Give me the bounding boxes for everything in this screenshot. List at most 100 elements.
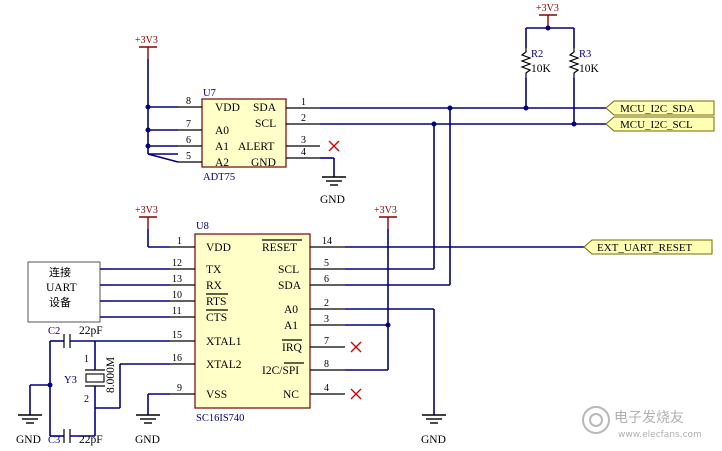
- u7-part: ADT75: [203, 172, 235, 183]
- u7-name-a0: A0: [215, 125, 229, 137]
- crystal-gnd-label: GND: [16, 434, 41, 446]
- i2c-bus-wires: [320, 105, 606, 285]
- u8-vss-gnd-label: GND: [135, 434, 160, 446]
- u8-pin-2: 2: [324, 298, 329, 309]
- u8-pin-11: 11: [172, 306, 182, 317]
- u8-right-vcc-label: +3V3: [374, 205, 397, 216]
- flag-sda-label: MCU_I2C_SDA: [620, 103, 695, 115]
- flag-scl-label: MCU_I2C_SCL: [620, 119, 693, 131]
- u7-name-alert: ALERT: [238, 141, 274, 153]
- u8-name-scl: SCL: [278, 264, 299, 276]
- r3-value: 10K: [579, 63, 600, 75]
- u8-pin-13: 13: [172, 274, 182, 285]
- c2-value: 22pF: [79, 325, 103, 337]
- u8-pin-14: 14: [322, 236, 332, 247]
- uart-device-line2: UART: [46, 282, 77, 294]
- u7-pin-3: 3: [301, 135, 306, 146]
- u7-pin-5: 5: [186, 151, 191, 162]
- u7-vcc-label: +3V3: [135, 35, 158, 46]
- u8-pin-5: 5: [324, 258, 329, 269]
- u7-name-gnd: GND: [251, 157, 276, 169]
- u8-name-reset: RESET: [262, 242, 297, 254]
- resistor-r3: R3 10K: [568, 48, 600, 124]
- y3-pin1: 1: [84, 354, 89, 365]
- watermark-url: www.elecfans.com: [618, 430, 702, 440]
- u8-irq-noconnect: [350, 341, 362, 353]
- u7-name-scl: SCL: [255, 118, 276, 130]
- uart-device: 连接 UART 设备: [27, 261, 170, 323]
- watermark-cn: 电子发烧友: [614, 410, 684, 426]
- u7-power-left: +3V3: [135, 35, 178, 155]
- uart-device-line3: 设备: [49, 295, 71, 309]
- u8-name-sda: SDA: [278, 280, 302, 292]
- u8-pin-6: 6: [324, 274, 329, 285]
- u8-pin-4: 4: [324, 383, 329, 394]
- y3-ref: Y3: [64, 375, 77, 386]
- pullup-vcc-label: +3V3: [536, 3, 559, 14]
- u8-name-a1: A1: [284, 320, 298, 332]
- u7-pin-6: 6: [186, 135, 191, 146]
- u8-pin-10: 10: [172, 290, 182, 301]
- pullup-power-rail: +3V3: [525, 3, 575, 48]
- c3-value: 22pF: [79, 434, 103, 446]
- u8-name-a0: A0: [284, 304, 298, 316]
- u8-a0-gnd-label: GND: [421, 434, 446, 446]
- u8-name-vdd: VDD: [206, 242, 231, 254]
- c3-ref: C3: [48, 435, 60, 446]
- u8-name-vss: VSS: [206, 389, 227, 401]
- u8-pin-3: 3: [324, 314, 329, 325]
- flag-mcu-i2c-sda: MCU_I2C_SDA: [605, 100, 715, 116]
- u7-name-vdd: VDD: [215, 102, 240, 114]
- u8-ref: U8: [196, 221, 209, 232]
- u8-part: SC16IS740: [196, 413, 244, 424]
- u7-pin-4: 4: [301, 147, 306, 158]
- u7-chip: U7 ADT75 8 7 6 5 VDD A0 A1 A2 1 2 3 4 SD…: [147, 88, 320, 183]
- resistor-r2: R2 10K: [520, 48, 552, 108]
- u8-vss-ground: GND: [135, 393, 170, 446]
- flag-mcu-i2c-scl: MCU_I2C_SCL: [605, 116, 715, 132]
- u8-a0-ground: GND: [421, 414, 446, 446]
- u8-chip: U8 SC16IS740 1 12 13 10 11 15 16 9 VDD T…: [170, 221, 345, 424]
- flag-reset-label: EXT_UART_RESET: [597, 242, 693, 254]
- u7-ground: GND: [320, 157, 346, 206]
- u7-pin-7: 7: [186, 119, 191, 130]
- u8-pin-16: 16: [172, 353, 182, 364]
- u8-nc-noconnect: [350, 388, 362, 400]
- u8-pin-7: 7: [324, 336, 329, 347]
- u8-name-xtal2: XTAL2: [206, 359, 242, 371]
- u8-name-i2c-spi: I2C/SPI: [262, 365, 299, 377]
- u7-pin-8: 8: [186, 96, 191, 107]
- u7-name-a1: A1: [215, 141, 229, 153]
- r2-value: 10K: [531, 63, 552, 75]
- y3-pin2: 2: [84, 394, 89, 405]
- u7-pin-2: 2: [301, 113, 306, 124]
- u8-name-rx: RX: [206, 280, 223, 292]
- u8-power-left: +3V3: [135, 205, 170, 248]
- flag-ext-uart-reset: EXT_UART_RESET: [583, 239, 713, 255]
- u8-right-wiring: [345, 246, 584, 415]
- u8-power-right: +3V3: [374, 205, 397, 370]
- u8-pin-15: 15: [172, 330, 182, 341]
- y3-value: 8.000M: [105, 357, 117, 393]
- u7-alert-noconnect: [328, 140, 340, 152]
- r2-ref: R2: [531, 49, 543, 60]
- u8-pin-8: 8: [324, 359, 329, 370]
- u8-name-xtal1: XTAL1: [206, 336, 242, 348]
- u7-pin-1: 1: [301, 97, 306, 108]
- c2-ref: C2: [48, 326, 60, 337]
- u8-name-tx: TX: [206, 264, 222, 276]
- u8-name-nc: NC: [283, 389, 299, 401]
- u8-vcc-label: +3V3: [135, 205, 158, 216]
- uart-device-line1: 连接: [49, 266, 71, 279]
- u7-body: [201, 98, 287, 168]
- r3-ref: R3: [579, 49, 591, 60]
- u8-name-cts: CTS: [206, 312, 227, 324]
- u8-name-irq: IRQ: [282, 342, 303, 354]
- u8-body: [194, 233, 311, 409]
- u7-name-sda: SDA: [253, 102, 277, 114]
- u8-pin-9: 9: [177, 383, 182, 394]
- u8-pin-1: 1: [177, 236, 182, 247]
- u8-pin-12: 12: [172, 258, 182, 269]
